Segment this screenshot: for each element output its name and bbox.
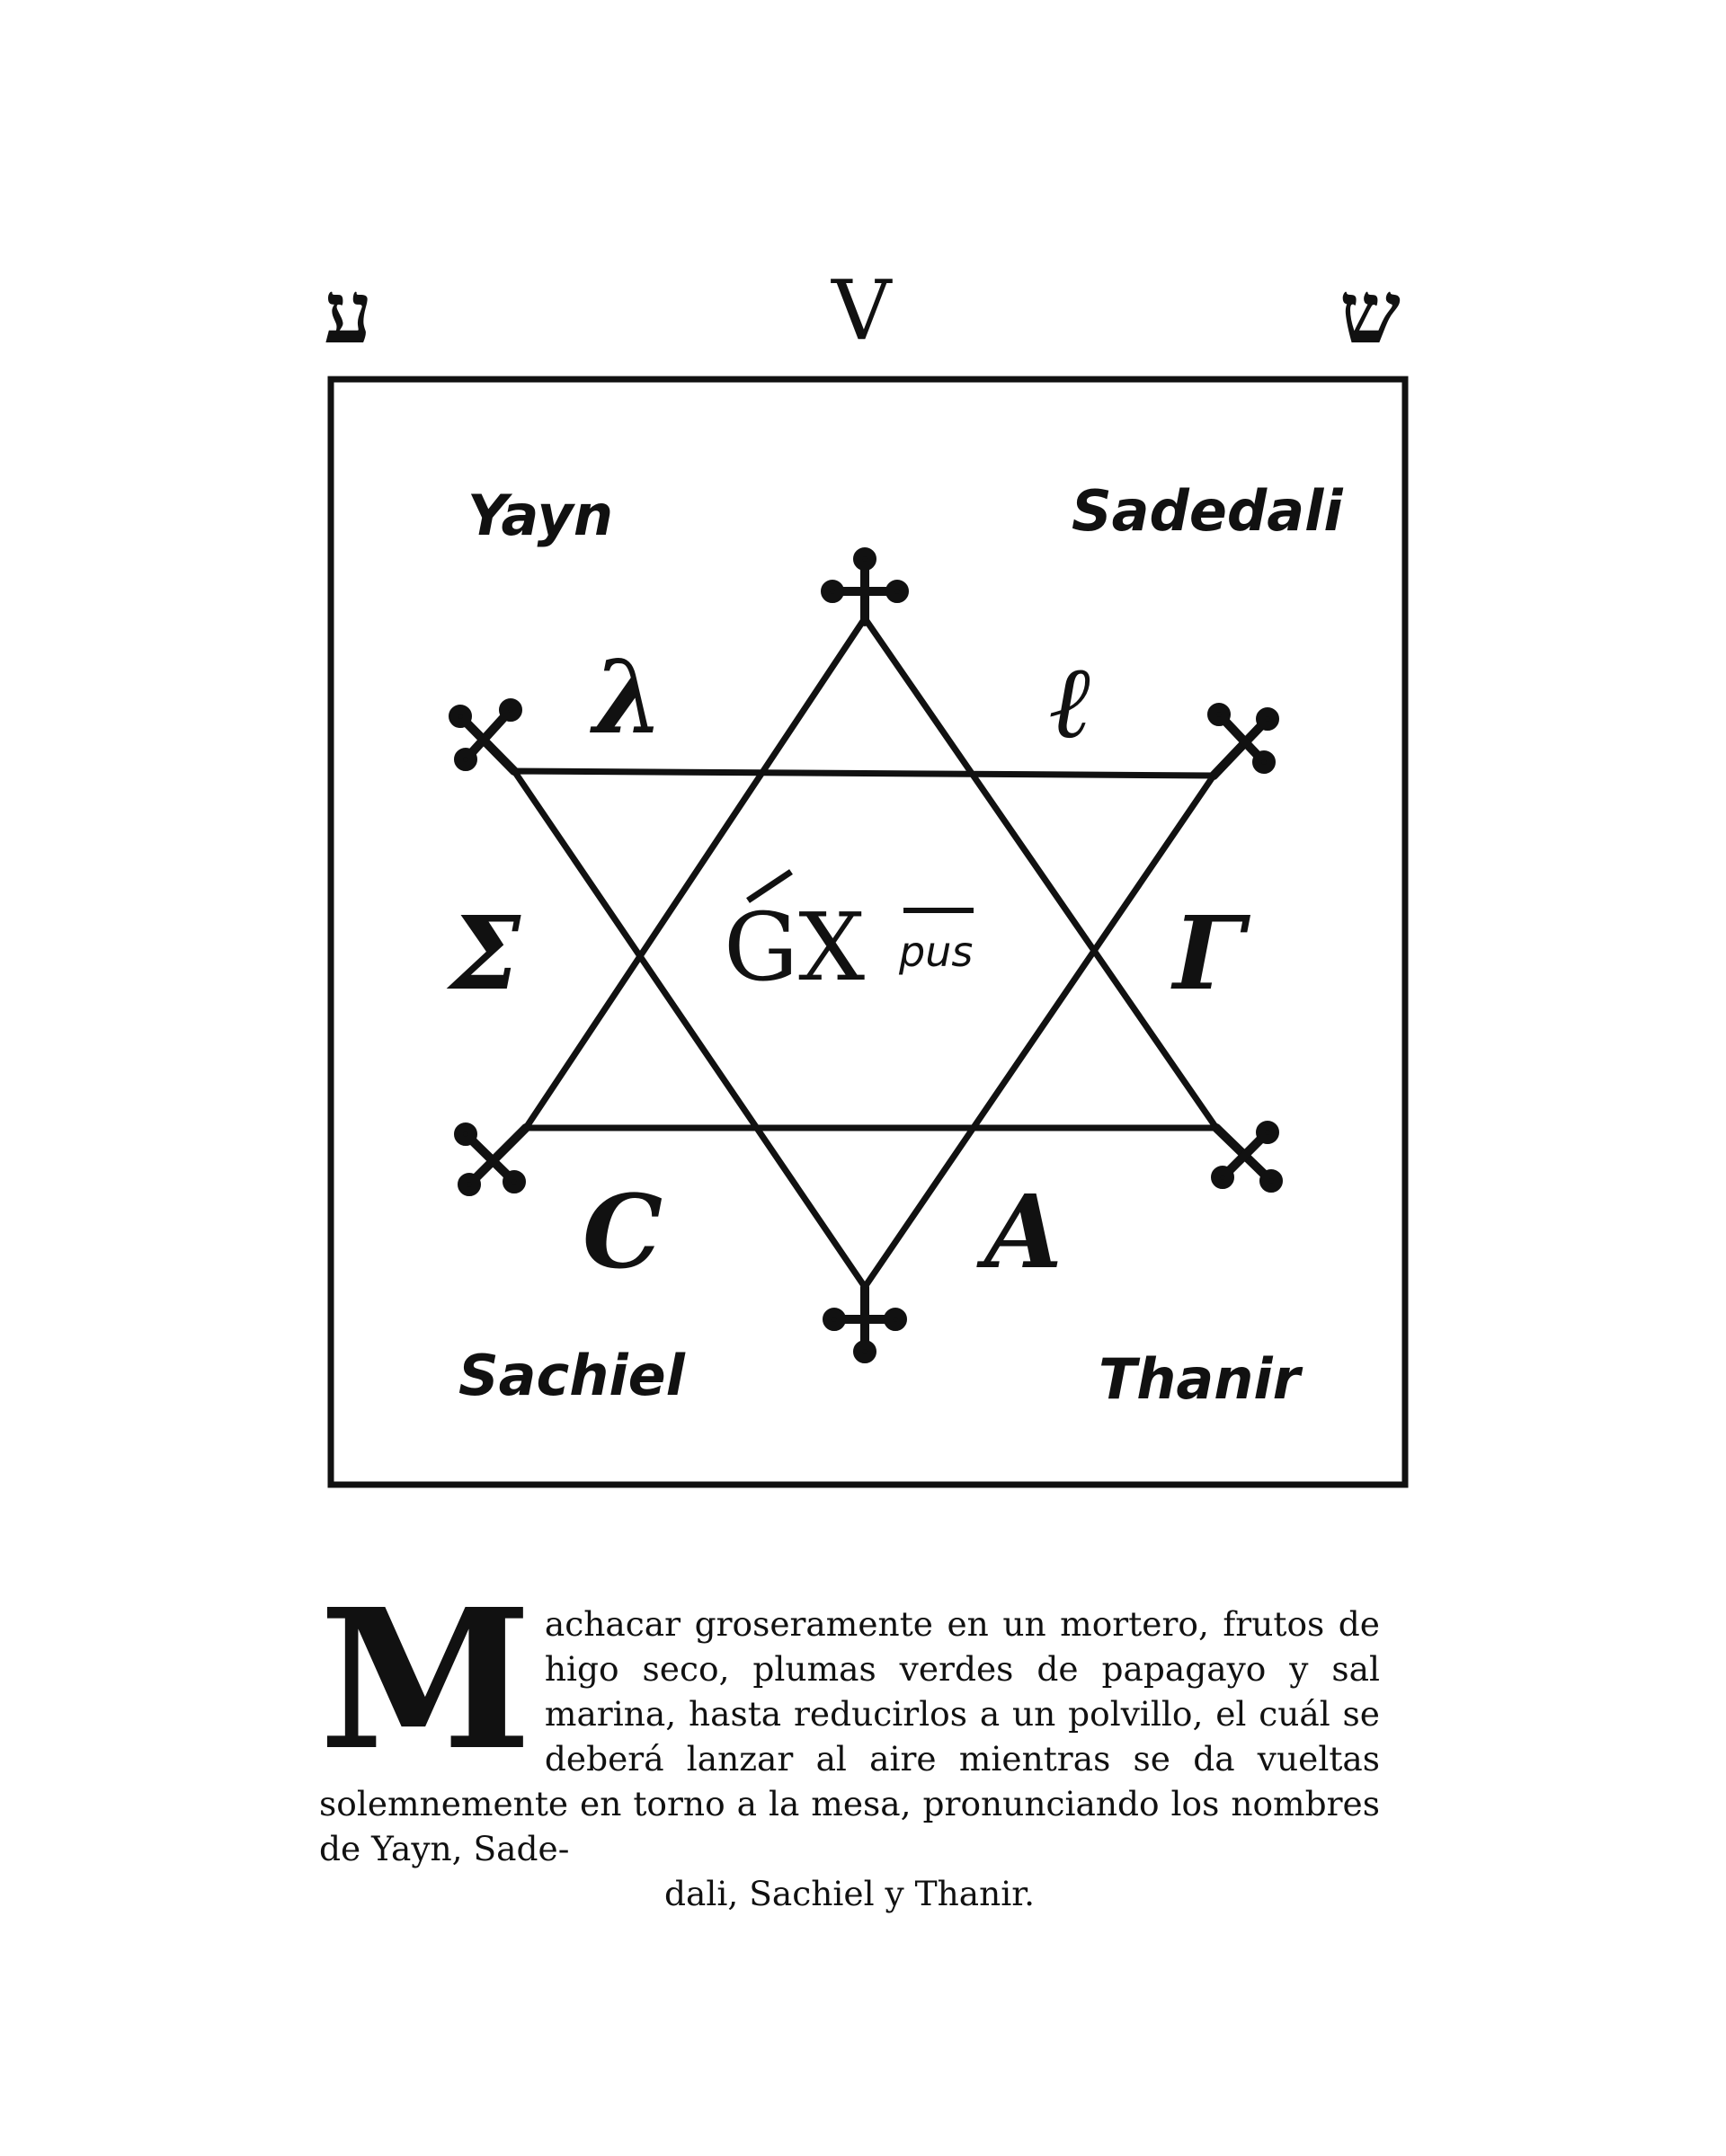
recipe-body-text: achacar groseramente en un mortero, frut… — [319, 1604, 1380, 1868]
center-small-letters: pus — [898, 927, 973, 976]
name-yayn: Yayn — [467, 483, 613, 548]
recipe-last-line: dali, Sachiel y Thanir. — [664, 1874, 1035, 1913]
drop-cap: M — [319, 1567, 532, 1793]
center-main-letters: GX — [724, 892, 865, 1002]
cross-upper-left-icon — [449, 698, 522, 776]
name-sachiel: Sachiel — [458, 1343, 686, 1408]
cross-bottom-icon — [823, 1282, 907, 1363]
letter-left: Σ — [446, 895, 521, 1013]
letter-lower-left: C — [583, 1174, 663, 1291]
cross-top-icon — [821, 547, 909, 626]
hexagram-seal: Yayn Sadedali Sachiel Thanir λ ℓ Σ Γ C A… — [327, 376, 1409, 1488]
seal-frame — [327, 376, 1409, 1488]
recipe-paragraph: M achacar groseramente en un mortero, fr… — [319, 1567, 1380, 1916]
hebrew-ayin-glyph: ע — [324, 262, 373, 363]
letter-upper-left: λ — [590, 639, 664, 757]
downward-triangle — [511, 767, 1217, 1291]
cross-lower-left-icon — [454, 1122, 530, 1196]
recipe-body: achacar groseramente en un mortero, frut… — [319, 1601, 1380, 1916]
letter-right: Γ — [1170, 895, 1251, 1013]
name-sadedali: Sadedali — [1072, 478, 1343, 544]
upward-triangle — [522, 615, 1220, 1131]
name-thanir: Thanir — [1099, 1346, 1303, 1412]
center-letter-v: V — [832, 262, 892, 359]
cross-lower-right-icon — [1211, 1121, 1283, 1193]
cross-upper-right-icon — [1207, 703, 1279, 780]
letter-upper-right: ℓ — [1050, 643, 1093, 761]
monogram-top-stroke-icon — [746, 869, 793, 903]
letter-lower-right: A — [976, 1174, 1063, 1291]
center-monogram: GX pus — [724, 869, 974, 1002]
hebrew-shin-glyph: ש — [1339, 262, 1401, 363]
